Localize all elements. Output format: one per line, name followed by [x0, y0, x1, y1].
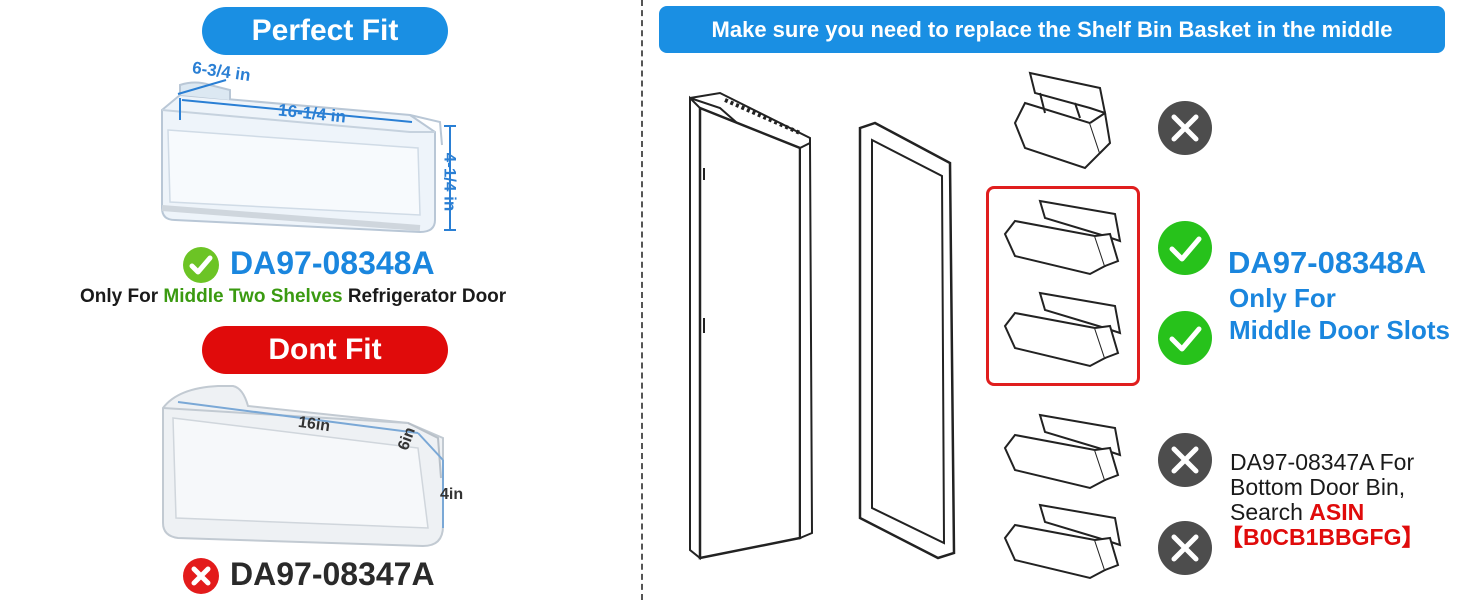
fit-bin-image	[161, 79, 456, 234]
dont-fit-badge: Dont Fit	[202, 326, 448, 374]
fit-note-prefix: Only For	[80, 286, 164, 307]
nofit-height-label: 4in	[440, 486, 464, 503]
cross-circle-icon	[1158, 521, 1212, 575]
check-circle-icon	[1158, 311, 1212, 365]
bottom-note-line3: Search ASIN	[1230, 500, 1424, 525]
instruction-banner: Make sure you need to replace the Shelf …	[659, 6, 1445, 53]
bottom-note-search: Search	[1230, 499, 1310, 525]
bottom-note-asin: 【B0CB1BBGFG】	[1220, 524, 1425, 550]
middle-slots-highlight	[986, 186, 1140, 386]
section-divider	[641, 0, 643, 600]
middle-bin-sketch-2	[1003, 291, 1122, 368]
cross-circle-icon	[1158, 433, 1212, 487]
cross-circle-icon	[1158, 101, 1212, 155]
fit-height-label: 4-1/4 in	[440, 152, 460, 212]
bottom-bin-sketch-2	[1003, 503, 1122, 580]
middle-part-number: DA97-08348A	[1228, 245, 1427, 280]
cross-circle-icon	[183, 558, 219, 594]
nofit-bin-image	[162, 385, 444, 548]
check-circle-icon	[183, 247, 219, 283]
bottom-note-line2: Bottom Door Bin,	[1230, 474, 1406, 500]
middle-note-line1: Only For	[1229, 283, 1336, 313]
perfect-fit-badge: Perfect Fit	[202, 7, 448, 55]
fit-note-highlight: Middle Two Shelves	[163, 286, 343, 307]
bottom-note: DA97-08347A For Bottom Door Bin, Search …	[1220, 449, 1424, 550]
bottom-bin-sketch-1	[1003, 413, 1122, 490]
bottom-note-line1: DA97-08347A For	[1230, 449, 1415, 475]
door-exploded-diagram	[689, 91, 956, 561]
middle-note-line2: Middle Door Slots	[1229, 315, 1450, 345]
bottom-note-asin-label: ASIN	[1309, 499, 1365, 525]
nofit-part-number: DA97-08347A	[230, 556, 435, 592]
check-circle-icon	[1158, 221, 1212, 275]
fit-note-suffix: Refrigerator Door	[342, 286, 507, 307]
fit-part-number: DA97-08348A	[230, 245, 435, 281]
fit-note: Only For Middle Two Shelves Refrigerator…	[80, 286, 506, 308]
top-bin-sketch	[1013, 71, 1112, 170]
middle-bin-sketch-1	[1003, 199, 1122, 276]
